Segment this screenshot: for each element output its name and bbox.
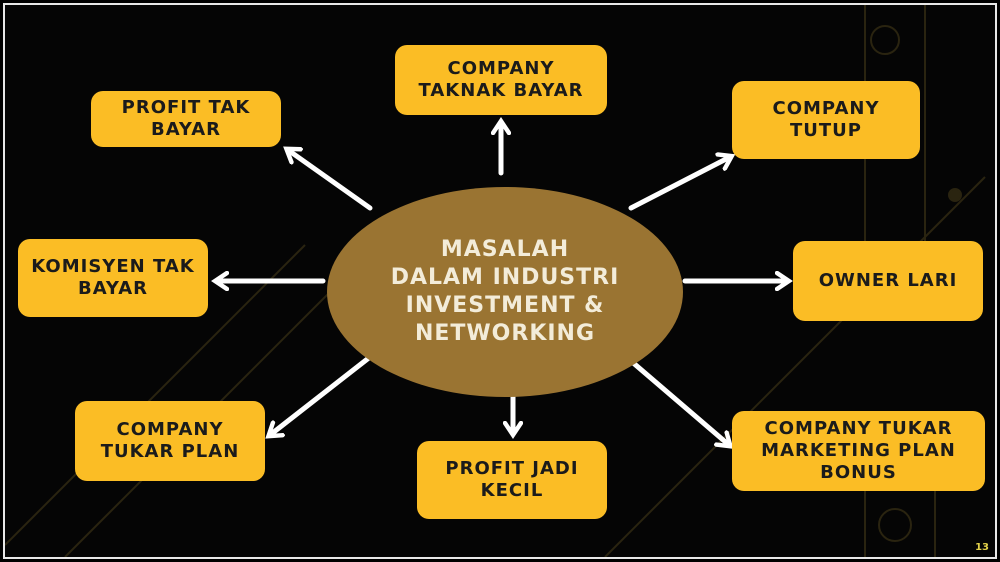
node-company-taknak-bayar: COMPANY TAKNAK BAYAR bbox=[395, 45, 607, 115]
arrow-to-company-tukar-marketing-plan-bonus bbox=[628, 358, 729, 445]
node-company-tukar-plan: COMPANY TUKAR PLAN bbox=[75, 401, 265, 481]
central-topic: MASALAH DALAM INDUSTRI INVESTMENT & NETW… bbox=[327, 187, 683, 397]
arrows-layer bbox=[5, 5, 995, 557]
arrow-to-company-tutup bbox=[628, 157, 730, 211]
node-owner-lari: OWNER LARI bbox=[793, 241, 983, 321]
node-profit-tak-bayar: PROFIT TAK BAYAR bbox=[91, 91, 281, 147]
slide: MASALAH DALAM INDUSTRI INVESTMENT & NETW… bbox=[3, 3, 997, 559]
node-company-tutup: COMPANY TUTUP bbox=[732, 81, 920, 159]
arrow-to-company-tukar-plan bbox=[270, 354, 373, 435]
node-company-tukar-marketing-plan-bonus: COMPANY TUKAR MARKETING PLAN BONUS bbox=[732, 411, 985, 491]
node-profit-jadi-kecil: PROFIT JADI KECIL bbox=[417, 441, 607, 519]
node-komisyen-tak-bayar: KOMISYEN TAK BAYAR bbox=[18, 239, 208, 317]
arrow-to-profit-tak-bayar bbox=[288, 150, 373, 211]
page-number: 13 bbox=[975, 542, 989, 553]
